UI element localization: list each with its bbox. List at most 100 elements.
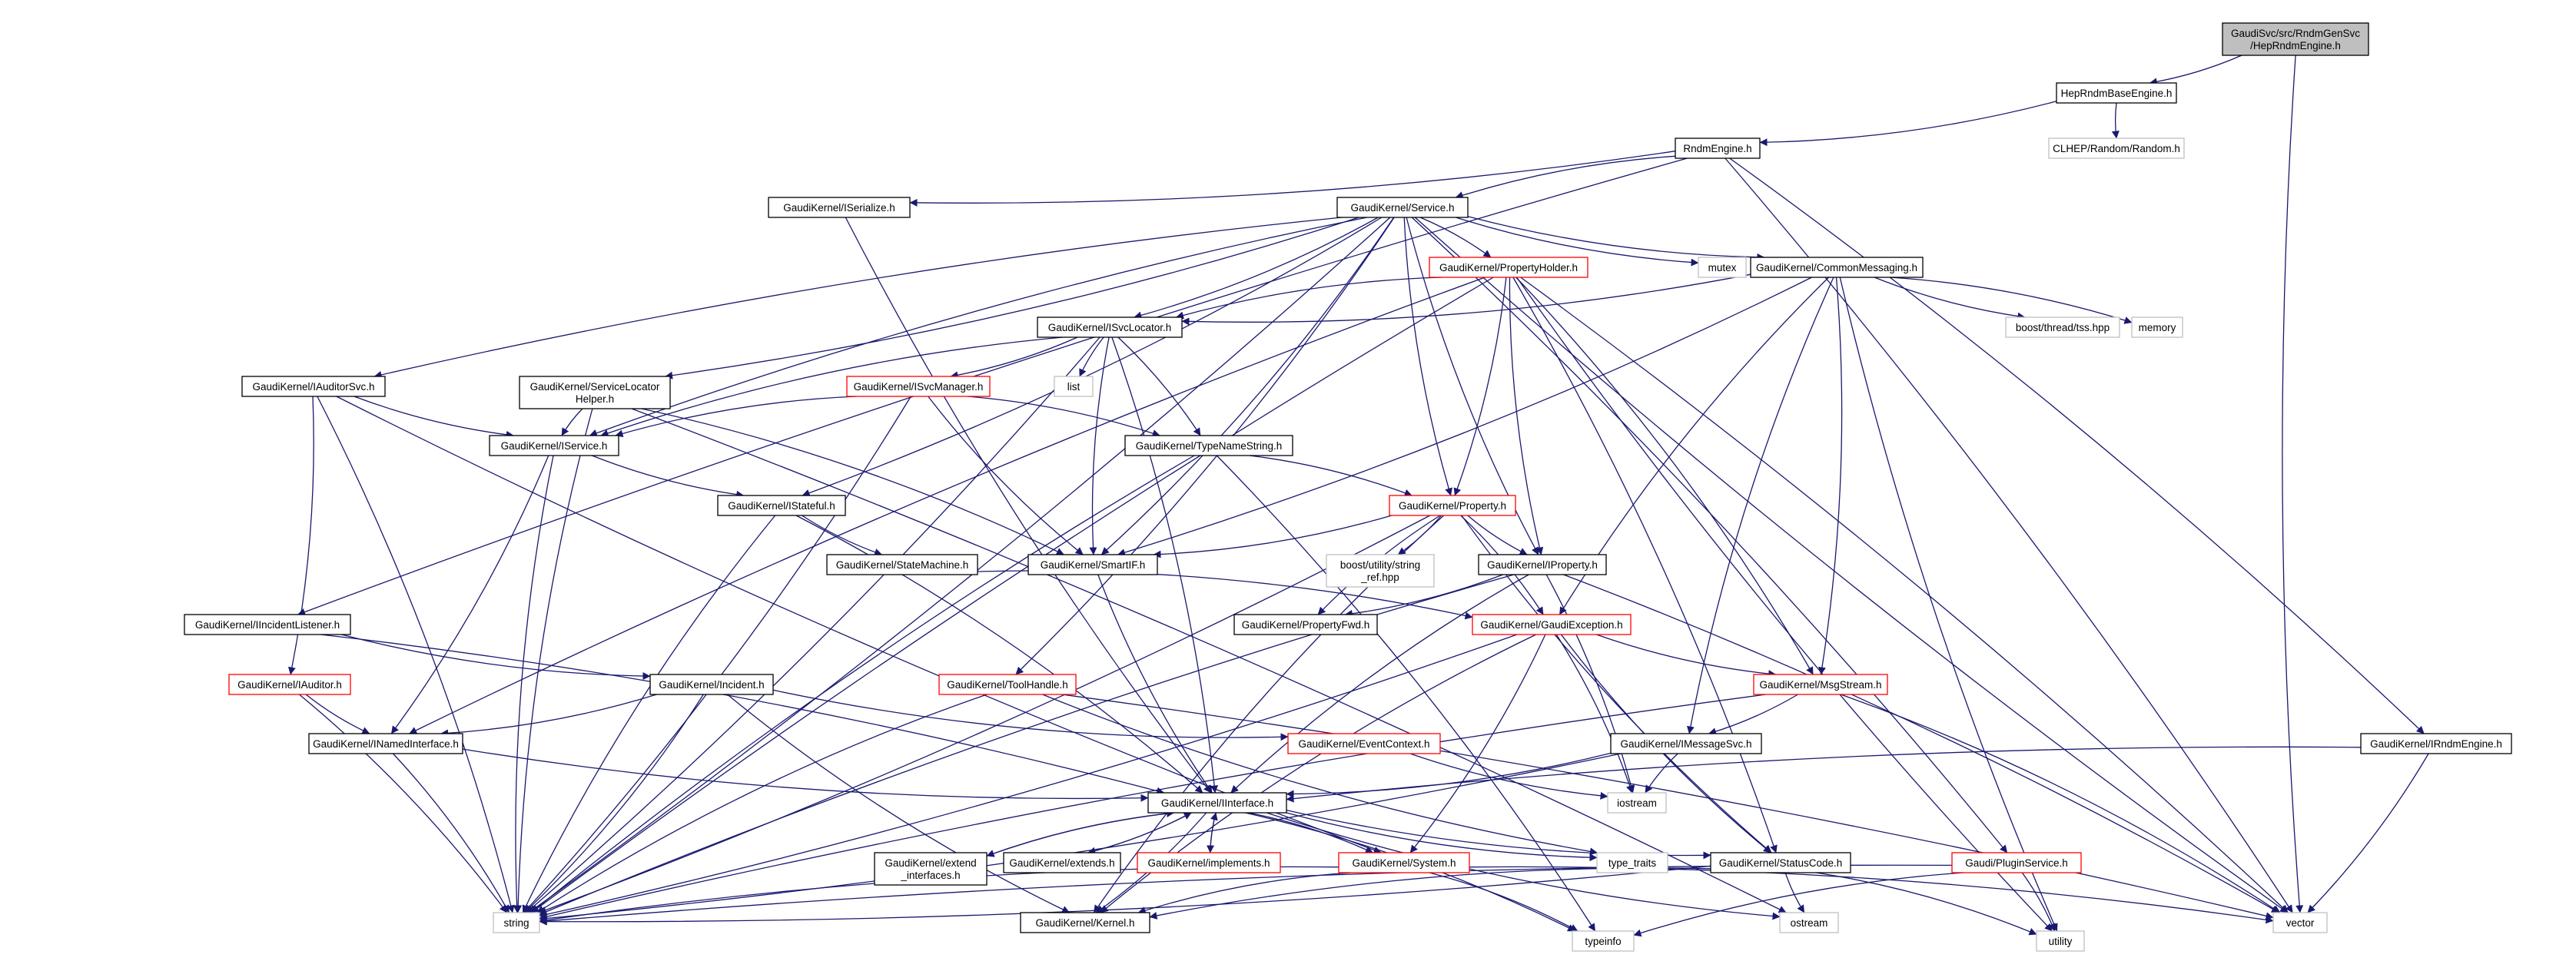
node-label: GaudiKernel/EventContext.h [1298, 738, 1429, 750]
edge-rndmengine-to-service [1455, 155, 1676, 199]
node-hepbase[interactable]: HepRndmBaseEngine.h [2056, 82, 2177, 104]
node-utility[interactable]: utility [2036, 930, 2085, 952]
edge-svclocatorhelper-to-string [514, 408, 593, 913]
edge-service-to-commonmsg [1467, 216, 1765, 261]
node-irndmengine[interactable]: GaudiKernel/IRndmEngine.h [2360, 733, 2512, 754]
node-eventcontext[interactable]: GaudiKernel/EventContext.h [1287, 733, 1441, 754]
edge-incident-to-inamedinterface [440, 694, 657, 737]
node-label: _interfaces.h [900, 870, 960, 881]
edge-service-to-isvclocator [1134, 217, 1379, 320]
node-label: GaudiKernel/Property.h [1399, 500, 1506, 512]
node-iincidentlistener[interactable]: GaudiKernel/IIncidentListener.h [184, 614, 351, 635]
node-pluginservice[interactable]: Gaudi/PluginService.h [1951, 852, 2082, 873]
edge-toolhandle-to-string [536, 694, 988, 913]
edge-inamedinterface-to-string [393, 753, 510, 913]
node-box [1027, 554, 1158, 575]
node-label: _ref.hpp [1360, 572, 1399, 583]
node-kernel[interactable]: GaudiKernel/Kernel.h [1020, 912, 1150, 933]
node-gaudiexception[interactable]: GaudiKernel/GaudiException.h [1472, 614, 1632, 635]
node-msgstream[interactable]: GaudiKernel/MsgStream.h [1753, 674, 1888, 695]
node-list[interactable]: list [1054, 376, 1094, 397]
edge-commonmsg-to-isvclocator [1181, 273, 1751, 326]
node-vector[interactable]: vector [2272, 912, 2328, 933]
node-box [2036, 930, 2085, 952]
edge-isvclocator-to-isvcmanager [950, 336, 1078, 379]
node-iservice[interactable]: GaudiKernel/IService.h [489, 435, 619, 456]
node-box [826, 554, 978, 575]
node-rndmengine[interactable]: RndmEngine.h [1675, 138, 1761, 159]
node-isvclocator[interactable]: GaudiKernel/ISvcLocator.h [1037, 316, 1183, 338]
node-string[interactable]: string [493, 912, 540, 933]
edge-service-to-propholder [1419, 217, 1492, 258]
node-incident[interactable]: GaudiKernel/Incident.h [649, 674, 774, 695]
node-box [1326, 554, 1435, 588]
edge-isvclocator-to-list [1079, 336, 1104, 377]
edge-iinterface-to-implements [1207, 812, 1217, 853]
edge-iproperty-to-iostream [1545, 574, 1635, 794]
edge-iauditor-to-string [298, 694, 508, 913]
edge-incident-to-eventcontext [772, 689, 1289, 741]
node-label: type_traits [1608, 857, 1657, 869]
node-memory[interactable]: memory [2131, 316, 2183, 338]
edge-commonmsg-to-boostthread [1874, 277, 2026, 320]
edge-inamedinterface-to-iinterface [462, 748, 1149, 802]
node-statemachine[interactable]: GaudiKernel/StateMachine.h [826, 554, 978, 575]
edge-statuscode-to-ostream [1784, 872, 1805, 913]
node-clhep[interactable]: CLHEP/Random/Random.h [2048, 138, 2185, 159]
edge-iinterface-to-statuscode [1286, 809, 1711, 860]
node-commonmsg[interactable]: GaudiKernel/CommonMessaging.h [1750, 257, 1924, 278]
node-system[interactable]: GaudiKernel/System.h [1338, 852, 1470, 873]
node-ostream[interactable]: ostream [1779, 912, 1839, 933]
node-iinterface[interactable]: GaudiKernel/IInterface.h [1147, 792, 1287, 814]
node-iproperty[interactable]: GaudiKernel/IProperty.h [1478, 554, 1607, 575]
node-propholder[interactable]: GaudiKernel/PropertyHolder.h [1429, 257, 1588, 278]
node-label: GaudiKernel/CommonMessaging.h [1756, 262, 1917, 273]
node-extends[interactable]: GaudiKernel/extends.h [1003, 852, 1121, 873]
node-label: boost/utility/string [1340, 559, 1420, 571]
node-typetraits[interactable]: type_traits [1596, 852, 1668, 873]
node-box [228, 674, 351, 695]
node-statuscode[interactable]: GaudiKernel/StatusCode.h [1710, 852, 1851, 873]
node-mutex[interactable]: mutex [1698, 257, 1747, 278]
edge-isvclocator-to-smartif [1089, 336, 1110, 555]
node-label: GaudiKernel/IInterface.h [1161, 797, 1273, 809]
node-label: GaudiKernel/SmartIF.h [1041, 559, 1146, 571]
node-service[interactable]: GaudiKernel/Service.h [1336, 197, 1469, 218]
node-implements[interactable]: GaudiKernel/implements.h [1137, 852, 1281, 873]
node-iserialize[interactable]: GaudiKernel/ISerialize.h [768, 197, 911, 218]
node-box [1753, 674, 1888, 695]
edge-gaudiexception-to-string [539, 634, 1518, 919]
edge-isvclocator-to-iservice [600, 336, 1064, 437]
node-iauditorsvc[interactable]: GaudiKernel/IAuditorSvc.h [241, 376, 386, 397]
node-label: vector [2286, 917, 2315, 929]
node-typeinfo[interactable]: typeinfo [1572, 930, 1635, 952]
node-istateful[interactable]: GaudiKernel/IStateful.h [717, 495, 846, 516]
node-boostref[interactable]: boost/utility/string_ref.hpp [1326, 554, 1435, 588]
edge-propholder-to-utility [1516, 277, 2053, 932]
edge-typenamestring-to-typeinfo [1216, 455, 1596, 932]
node-extendinterfaces[interactable]: GaudiKernel/extend_interfaces.h [874, 852, 988, 886]
edge-msgstream-to-string [539, 694, 1766, 921]
node-iauditor[interactable]: GaudiKernel/IAuditor.h [228, 674, 351, 695]
node-box [1610, 733, 1762, 754]
node-isvcmanager[interactable]: GaudiKernel/ISvcManager.h [846, 376, 991, 397]
node-toolhandle[interactable]: GaudiKernel/ToolHandle.h [938, 674, 1077, 695]
node-propertyfwd[interactable]: GaudiKernel/PropertyFwd.h [1233, 614, 1378, 635]
node-property[interactable]: GaudiKernel/Property.h [1389, 495, 1516, 516]
node-label: GaudiKernel/IService.h [501, 440, 608, 452]
node-typenamestring[interactable]: GaudiKernel/TypeNameString.h [1124, 435, 1293, 456]
node-iostream[interactable]: iostream [1607, 792, 1667, 814]
node-box [2048, 138, 2185, 159]
node-box [1710, 852, 1851, 873]
node-box [874, 852, 988, 886]
edge-propholder-to-msgstream [1515, 277, 1814, 675]
node-boostthread[interactable]: boost/thread/tss.hpp [2005, 316, 2120, 338]
node-smartif[interactable]: GaudiKernel/SmartIF.h [1027, 554, 1158, 575]
node-box [938, 674, 1077, 695]
node-root[interactable]: GaudiSvc/src/RndmGenSvc/HepRndmEngine.h [2222, 22, 2369, 56]
edge-iproperty-to-vector [1563, 574, 2279, 913]
node-inamedinterface[interactable]: GaudiKernel/INamedInterface.h [308, 733, 463, 754]
node-box [1750, 257, 1924, 278]
node-imessagesvc[interactable]: GaudiKernel/IMessageSvc.h [1610, 733, 1762, 754]
